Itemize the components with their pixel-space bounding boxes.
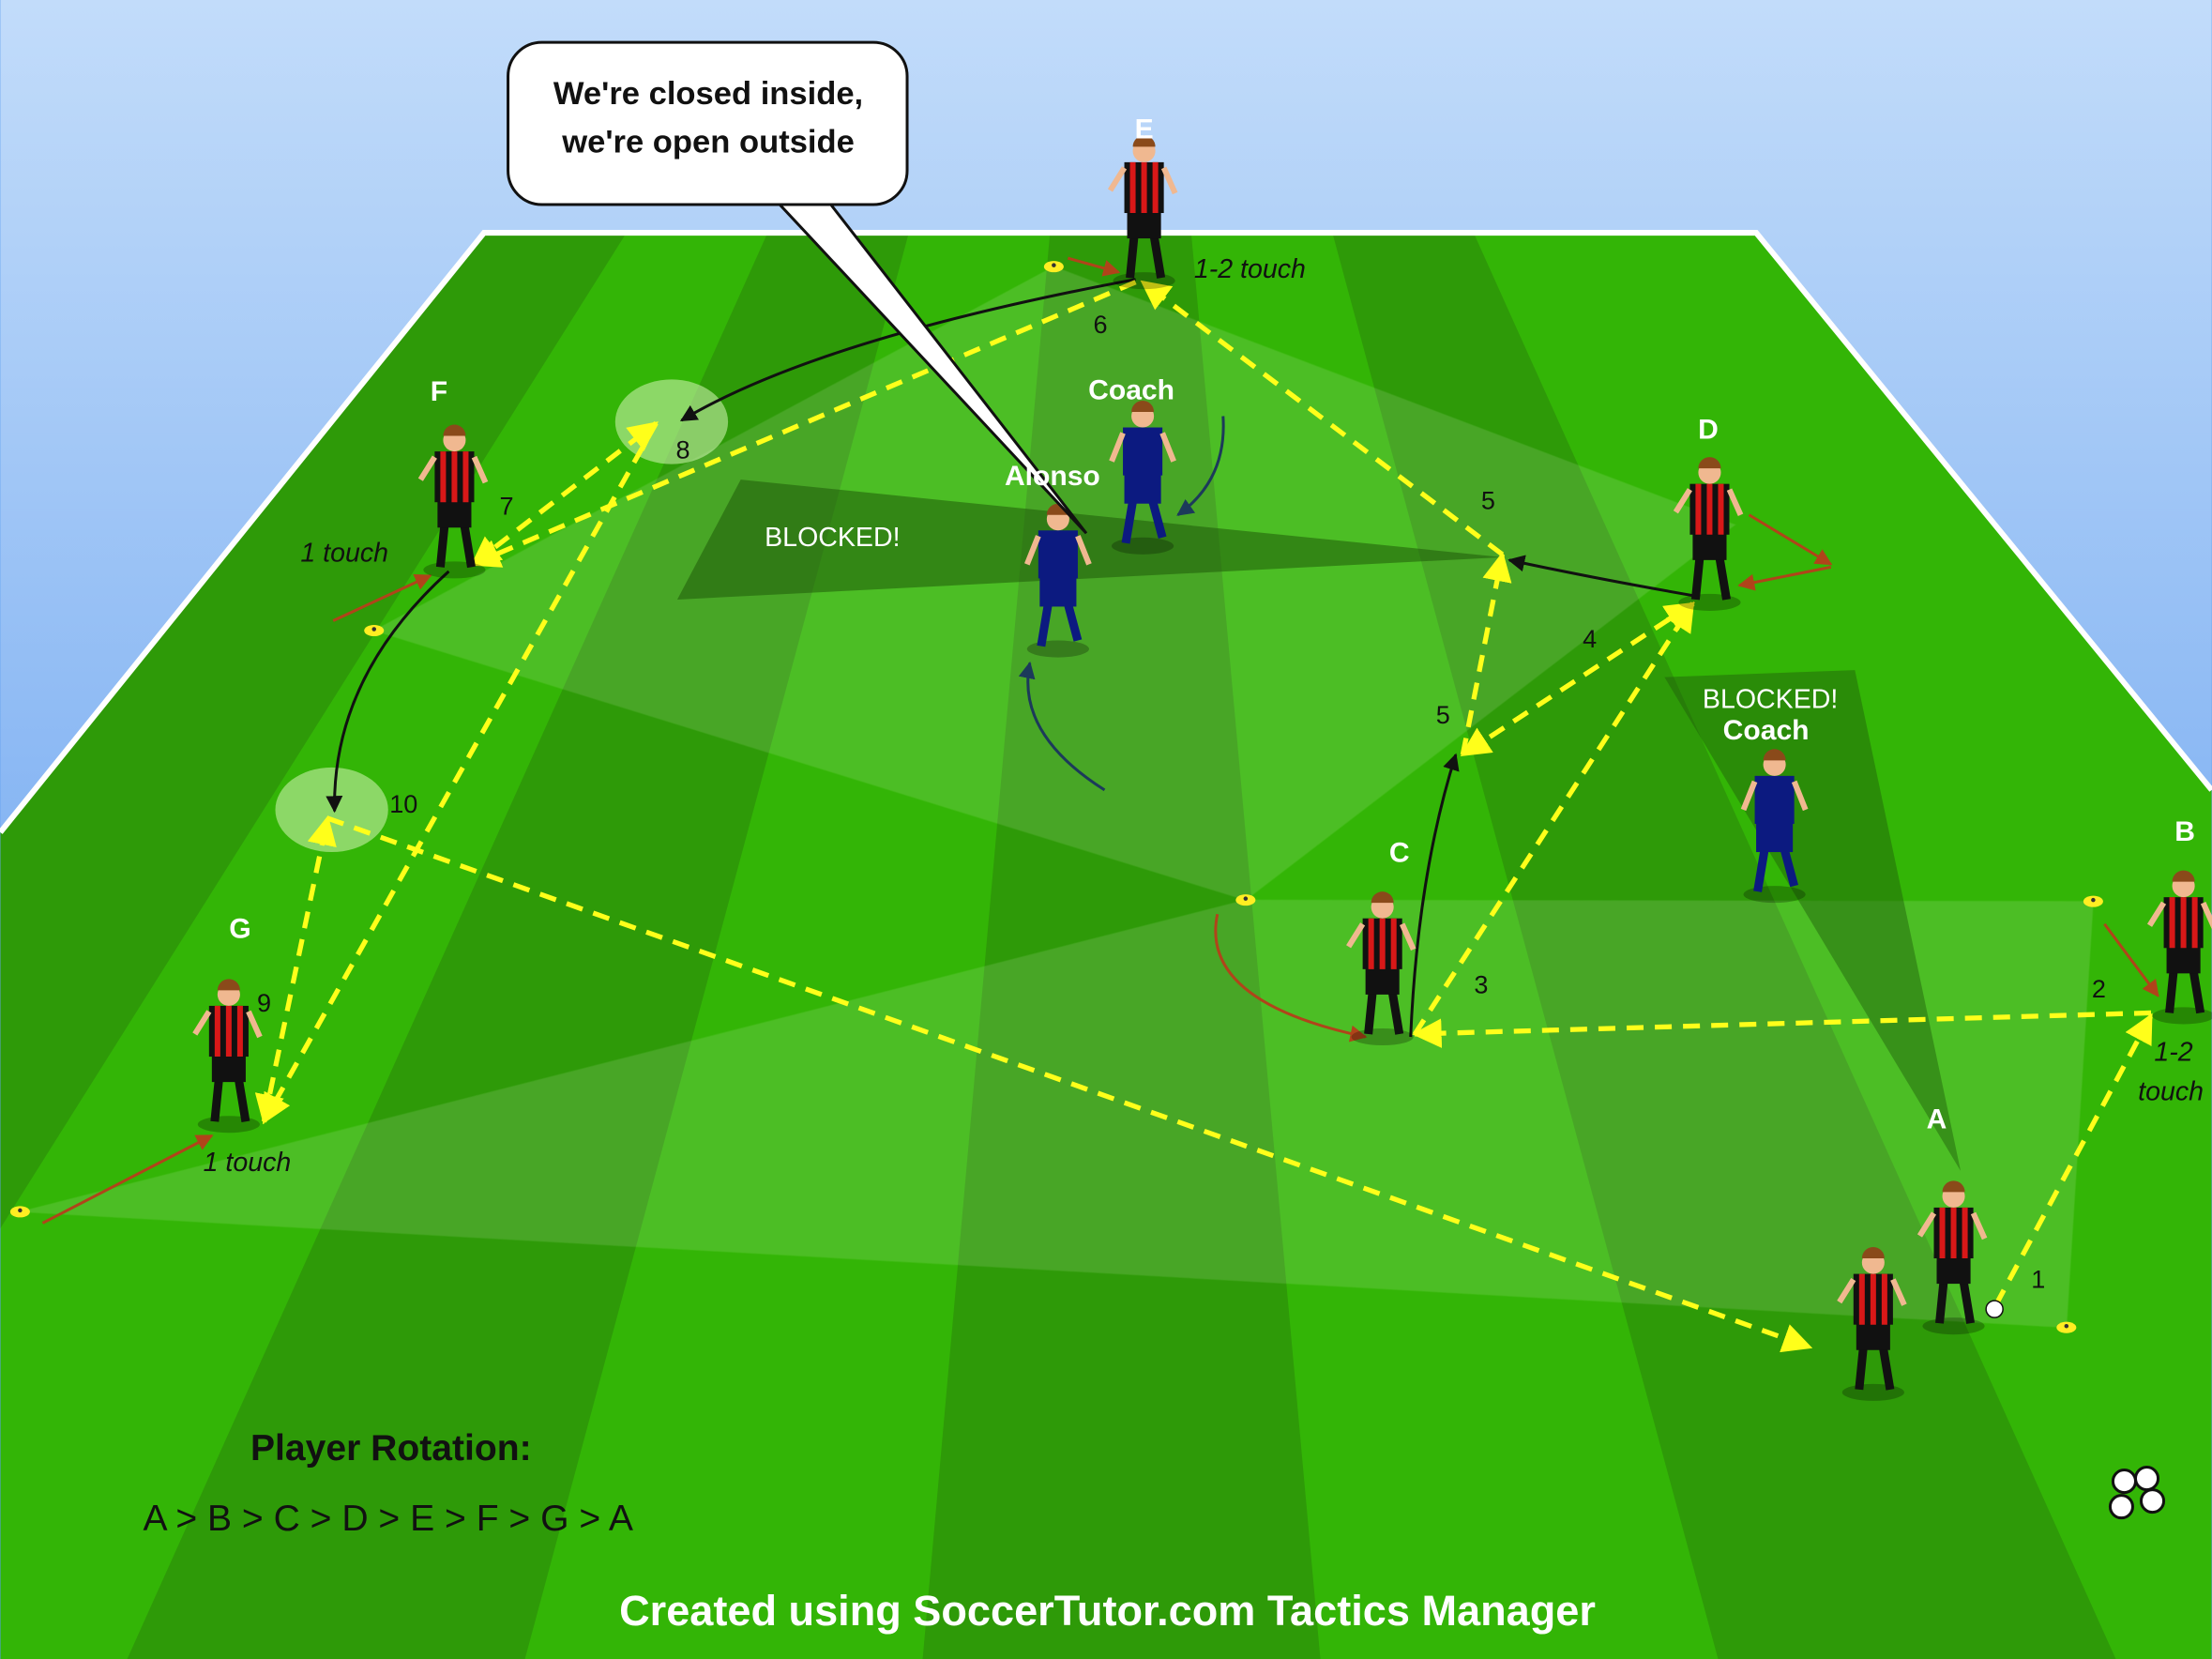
grass-stripe (0, 233, 627, 1659)
pass-number: 8 (675, 436, 689, 464)
pass-number: 9 (257, 989, 271, 1017)
touch-note-e: 1-2 touch (1194, 254, 1306, 284)
speech-bubble: We're closed inside, we're open outside (507, 40, 1088, 535)
rotation-sequence: A > B > C > D > E > F > G > A (144, 1499, 633, 1539)
pass-arrows (254, 280, 2154, 1353)
soccer-balls-icon (2108, 1466, 2166, 1520)
pitch-boundary-line (0, 230, 2212, 834)
ball-icon (1985, 1300, 2004, 1318)
label-e: E (1135, 114, 1154, 145)
blocked-shadow-left (676, 479, 1503, 600)
label-c: C (1389, 838, 1410, 869)
blocked-label-left: BLOCKED! (765, 523, 900, 553)
rotation-title: Player Rotation: (250, 1428, 532, 1469)
touch-note-b-1: 1-2 (2154, 1038, 2192, 1068)
label-coach-right: Coach (1723, 715, 1810, 746)
pass-number: 3 (1474, 970, 1488, 998)
footer-credit: Created using SoccerTutor.com Tactics Ma… (619, 1587, 1596, 1635)
grass-stripe (922, 233, 1321, 1659)
label-alonso: Alonso (1005, 461, 1100, 492)
label-coach-top: Coach (1088, 374, 1174, 405)
callout-line-1: We're closed inside, (553, 76, 863, 112)
pass-numbers: 1 2 3 4 5 5 6 7 8 9 10 (257, 311, 2106, 1294)
label-f: F (431, 376, 447, 407)
touch-note-b-2: touch (2138, 1077, 2204, 1107)
label-g: G (229, 914, 250, 945)
pass-number: 5 (1436, 701, 1450, 729)
pass-number: 10 (389, 790, 417, 818)
pass-number: 5 (1481, 487, 1495, 515)
blocked-shadow-right (1664, 670, 1962, 1171)
touch-note-g: 1 touch (204, 1148, 292, 1178)
dribble-curves (326, 278, 1701, 1038)
target-circle-10 (275, 767, 388, 853)
touch-note-f: 1 touch (300, 538, 388, 568)
label-a: A (1927, 1104, 1947, 1135)
callout-line-2: we're open outside (561, 124, 855, 160)
grass-stripe (1332, 233, 2116, 1659)
pass-number: 6 (1093, 311, 1107, 339)
blocked-label-right: BLOCKED! (1703, 685, 1838, 715)
label-d: D (1698, 415, 1719, 446)
target-circle-8 (614, 379, 729, 464)
pass-number: 2 (2092, 975, 2106, 1003)
label-b: B (2174, 816, 2195, 847)
pass-number: 4 (1583, 625, 1597, 653)
player-runs (41, 256, 2159, 1225)
pass-number: 7 (500, 493, 514, 521)
pass-number: 1 (2031, 1266, 2045, 1294)
